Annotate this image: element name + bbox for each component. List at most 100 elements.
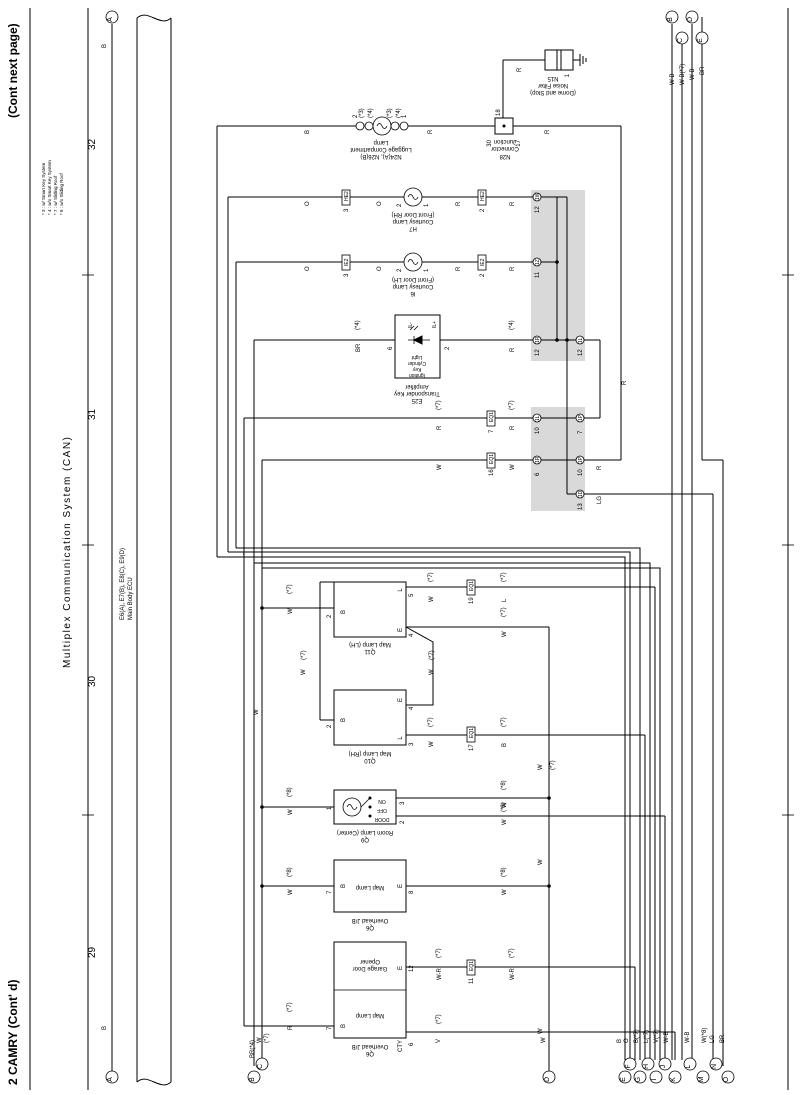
legend-item: * 8 : w/o Sliding Roof [59,172,64,215]
wire-color-label: R [622,380,628,385]
svg-text:6: 6 [535,472,541,476]
svg-text:2: 2 [327,724,333,728]
wire-color-label: R [517,67,523,72]
wire-color-label: O [377,201,383,206]
svg-text:(*7): (*7) [501,607,507,617]
svg-text:4: 4 [409,706,415,710]
component-name: Amplifier [405,383,428,389]
svg-text:LG: LG [710,1035,716,1043]
svg-text:(*7): (*7) [436,948,442,958]
component-ref: N15 [547,75,559,81]
sheet-connector-a-bottom [105,1070,119,1084]
svg-text:W: W [538,1028,544,1034]
svg-text:E: E [398,698,404,702]
component-ref: Q9 [360,836,369,842]
junction-connector-n28: 18 30 17 Junction Connector N28 R R [428,109,551,159]
svg-text:3: 3 [344,273,350,277]
svg-text:E: E [398,884,404,888]
svg-text:1Z: 1Z [535,259,541,265]
svg-text:1L: 1L [578,337,584,343]
svg-text:16: 16 [489,469,495,476]
svg-text:B: B [341,1024,347,1028]
svg-text:5: 5 [409,593,415,597]
component-name: Courtesy Lamp [392,283,433,289]
bottom-sheet-connectors: B C D E F G H I J K L M N O [247,1057,735,1084]
svg-text:I: I [651,1078,658,1080]
sheet-connector [675,31,689,45]
svg-text:B: B [341,718,347,722]
svg-text:(*7): (*7) [264,1033,270,1043]
svg-text:(*8): (*8) [287,787,293,797]
component-ref: Q6 [365,924,374,930]
svg-text:(*4): (*4) [355,320,361,330]
svg-text:17: 17 [516,139,522,146]
svg-text:E: E [398,966,404,970]
wire-color-label: B [305,130,311,134]
svg-text:E: E [697,38,704,43]
svg-text:W-R: W-R [510,967,516,980]
bottom-wire-colors: BR(*4) W (*7) W B O B(*7) L(*7) V(*7) W-… [250,1028,726,1058]
component-name: Map Lamp (LH) [349,641,391,647]
svg-text:B: B [249,1077,256,1082]
svg-text:Map Lamp: Map Lamp [355,1012,384,1018]
component-ref: Q10 [364,757,376,763]
svg-text:12: 12 [578,349,584,356]
component-ref: E25 [411,397,422,403]
svg-text:IL-: IL- [408,322,414,328]
svg-text:3: 3 [409,742,415,746]
component-name: Overhead J/B [352,917,389,923]
sheet-letter: A [107,1077,114,1082]
section-number-30: 30 [87,675,98,687]
svg-text:(*7): (*7) [428,717,434,727]
svg-text:7: 7 [578,430,584,434]
component-name: (Front Door RH) [391,211,434,217]
legend-item: * 4 : w/o Smart Key System [47,160,52,215]
svg-text:18: 18 [496,109,502,116]
svg-text:B: B [341,884,347,888]
room-lamp-center-q9: ON OFF DOOR 1 3 2 Room Lamp (Center) Q9 … [287,780,508,842]
component-name: Courtesy Lamp [392,218,433,224]
svg-text:L(*7): L(*7) [644,1030,650,1043]
component-name: Transponder Key [394,390,440,396]
svg-text:W: W [502,631,508,637]
svg-text:2: 2 [480,208,486,212]
svg-text:(*7): (*7) [287,584,293,594]
svg-text:(*7): (*7) [428,572,434,582]
svg-text:W: W [538,764,544,770]
svg-text:11: 11 [469,977,475,984]
svg-text:L: L [398,736,404,740]
wire-r-ecu-row: EQ1 7 R (*7) R (*7) 1L 10 1P 7 [436,400,585,434]
wire-color-label: O [305,266,311,271]
legend-item: * 7 : w/ Sliding Roof [53,175,58,215]
svg-text:2: 2 [480,273,486,277]
svg-text:(*7): (*7) [501,572,507,582]
svg-text:(*4): (*4) [396,108,402,118]
svg-text:O: O [624,1038,630,1043]
svg-text:J: J [660,1065,667,1069]
svg-text:W-R: W-R [437,967,443,980]
svg-text:G: G [635,1077,642,1082]
svg-text:BR(*4): BR(*4) [250,1040,256,1058]
svg-text:10: 10 [578,469,584,476]
svg-text:W: W [301,669,307,675]
svg-text:10: 10 [535,427,541,434]
svg-text:(*3): (*3) [387,108,393,118]
svg-text:W: W [288,889,294,895]
ecu-name: Main Body ECU [128,577,134,620]
svg-text:13: 13 [578,503,584,510]
component-name: Noise Filter [538,82,568,88]
sheet-connector-a-top [105,10,119,24]
svg-text:12: 12 [409,965,415,972]
wire-color-label: R [545,129,551,134]
svg-text:1R: 1R [535,456,541,463]
svg-text:(*7): (*7) [436,400,442,410]
svg-text:(*8): (*8) [501,780,507,790]
svg-text:D: D [687,17,694,22]
page-heading: 2 CAMRY (Cont' d) [6,979,20,1085]
component-name: (Dome and Stop) [530,89,576,95]
svg-text:30: 30 [487,139,493,146]
svg-text:E: E [398,628,404,632]
top-sheet-connectors: B D C E W-B W-B(*7) W-B BR [665,10,709,85]
svg-text:1P: 1P [578,414,584,421]
svg-text:F: F [625,1064,632,1068]
